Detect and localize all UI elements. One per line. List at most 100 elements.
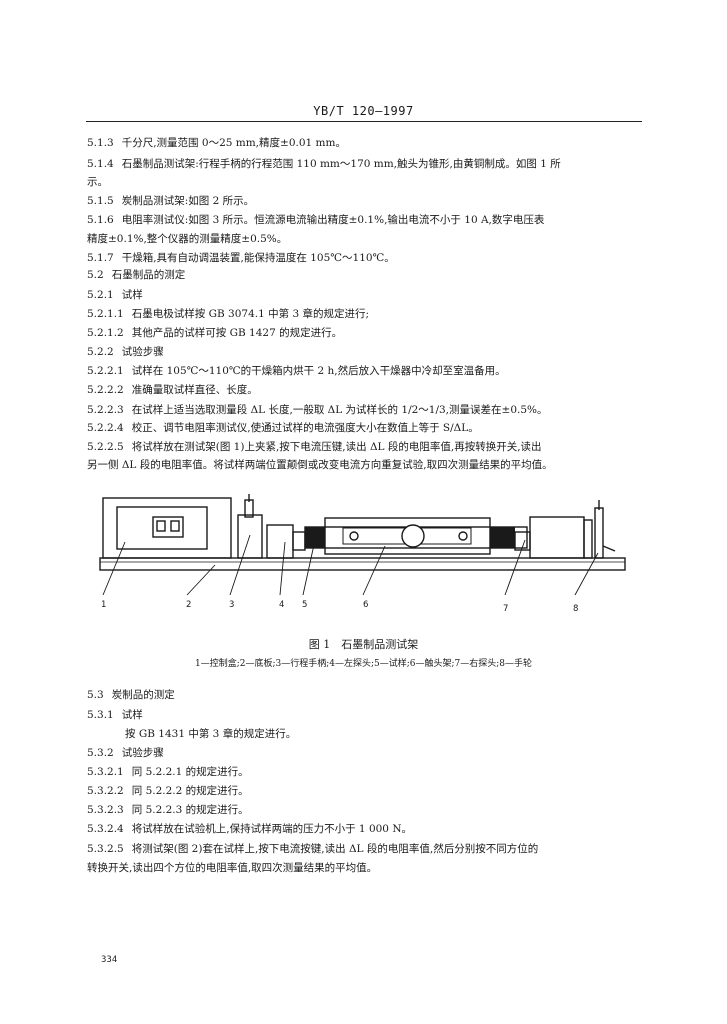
callout-number: 6: [363, 600, 369, 610]
clause-number: 5.3.2: [87, 747, 114, 759]
header-rule: [86, 121, 642, 122]
callout-number: 1: [101, 600, 107, 610]
base-plate: [99, 557, 626, 571]
figure-legend: 1—控制盒;2—底板;3—行程手柄;4—左探头;5—试样;6—触头架;7—右探头…: [194, 659, 533, 669]
clause-number: 5.1.6: [87, 214, 114, 226]
clause-number: 5.2.1.2: [87, 327, 124, 339]
left-probe: [266, 524, 306, 559]
text-line: 示。: [87, 175, 108, 189]
clause-number: 5.3.2.3: [87, 804, 124, 816]
clause-number: 5.2.2.2: [87, 384, 124, 396]
clause-text: 将试样放在试验机上,保持试样两端的压力不小于 1 000 N。: [131, 823, 413, 835]
clause-text: 试样在 105℃～110℃的干燥箱内烘干 2 h,然后放入干燥器中冷却至室温备用…: [131, 365, 506, 377]
text-line: 5.2.1 试样: [87, 288, 143, 302]
clause-text: 试验步骤: [121, 747, 164, 759]
clause-number: 5.3: [87, 689, 104, 701]
text-line: 5.1.5 炭制品测试架:如图 2 所示。: [87, 194, 254, 208]
text-line: 5.2.1.2 其他产品的试样可按 GB 1427 的规定进行。: [87, 326, 342, 340]
clause-number: 5.2: [87, 269, 104, 281]
clause-text: 石墨电极试样按 GB 3074.1 中第 3 章的规定进行;: [131, 308, 369, 320]
clause-number: 5.3.2.1: [87, 766, 124, 778]
text-line: 5.1.6 电阻率测试仪:如图 3 所示。恒流源电流输出精度±0.1%,输出电流不…: [87, 213, 544, 227]
text-line: 5.2 石墨制品的测定: [87, 268, 185, 282]
clause-number: 5.2.2.1: [87, 365, 124, 377]
text-line: 5.2.2.3 在试样上适当选取测量段 ΔL 长度,一般取 ΔL 为试样长的 1/…: [87, 403, 548, 417]
clause-text: 试验步骤: [121, 346, 164, 358]
text-line: 5.2.1.1 石墨电极试样按 GB 3074.1 中第 3 章的规定进行;: [87, 307, 369, 321]
clause-text: 校正、调节电阻率测试仪,使通过试样的电流强度大小在数值上等于 S/ΔL。: [131, 422, 479, 434]
text-line: 5.3.2.1 同 5.2.2.1 的规定进行。: [87, 765, 249, 779]
text-line: 5.2.2 试验步骤: [87, 345, 164, 359]
clause-text: 石墨制品的测定: [111, 269, 186, 281]
text-line: 5.3.2.4 将试样放在试验机上,保持试样两端的压力不小于 1 000 N。: [87, 822, 412, 836]
clause-number: 5.3.1: [87, 709, 114, 721]
text-line: 另一侧 ΔL 段的电阻率值。将试样两端位置颠倒或改变电流方向重复试验,取四次测量…: [87, 458, 553, 472]
clause-text: 按 GB 1431 中第 3 章的规定进行。: [125, 728, 297, 740]
standard-number-header: YB/T 120—1997: [313, 104, 414, 118]
clause-number: 5.1.4: [87, 158, 114, 170]
clause-number: 5.1.3: [87, 137, 114, 149]
callout-number: 4: [279, 600, 285, 610]
callout-number: 3: [229, 600, 235, 610]
text-line: 5.1.7 干燥箱,具有自动调温装置,能保持温度在 105℃～110℃。: [87, 251, 395, 265]
clause-text: 干燥箱,具有自动调温装置,能保持温度在 105℃～110℃。: [121, 252, 395, 264]
text-line: 5.2.2.5 将试样放在测试架(图 1)上夹紧,按下电流压键,读出 ΔL 段的电…: [87, 440, 542, 454]
clause-number: 5.1.5: [87, 195, 114, 207]
callout-number: 2: [186, 600, 192, 610]
clause-text: 电阻率测试仪:如图 3 所示。恒流源电流输出精度±0.1%,输出电流不小于 10…: [121, 214, 545, 226]
clause-number: 5.2.1: [87, 289, 114, 301]
text-line: 5.3.2.2 同 5.2.2.2 的规定进行。: [87, 784, 249, 798]
text-line: 转换开关,读出四个方位的电阻率值,取四次测量结果的平均值。: [87, 861, 377, 875]
clause-text: 将测试架(图 2)套在试样上,按下电流按键,读出 ΔL 段的电阻率值,然后分别按…: [131, 843, 539, 855]
clause-text: 炭制品的测定: [111, 689, 175, 701]
clause-text: 同 5.2.2.1 的规定进行。: [131, 766, 249, 778]
clause-number: 5.2.2.5: [87, 441, 124, 453]
text-line: 5.1.4 石墨制品测试架:行程手柄的行程范围 110 mm～170 mm,触头为…: [87, 157, 561, 171]
clause-text: 示。: [87, 176, 108, 188]
text-line: 5.3 炭制品的测定: [87, 688, 175, 702]
clause-text: 同 5.2.2.3 的规定进行。: [131, 804, 249, 816]
clause-text: 千分尺,测量范围 0～25 mm,精度±0.01 mm。: [121, 137, 346, 149]
page-number: 334: [101, 955, 118, 965]
callout-number: 5: [302, 600, 308, 610]
clause-text: 试样: [121, 289, 143, 301]
clause-number: 5.1.7: [87, 252, 114, 264]
clause-number: 5.3.2.4: [87, 823, 124, 835]
clause-text: 炭制品测试架:如图 2 所示。: [121, 195, 255, 207]
clause-number: 5.3.2.5: [87, 843, 124, 855]
text-line: 5.3.1 试样: [87, 708, 143, 722]
clause-text: 将试样放在测试架(图 1)上夹紧,按下电流压键,读出 ΔL 段的电阻率值,再按转…: [131, 441, 542, 453]
clause-number: 5.2.2.4: [87, 422, 124, 434]
handwheel: [583, 500, 616, 559]
text-line: 5.2.2.4 校正、调节电阻率测试仪,使通过试样的电流强度大小在数值上等于 S/…: [87, 421, 479, 435]
clause-number: 5.3.2.2: [87, 785, 124, 797]
text-line: 5.2.2.2 准确量取试样直径、长度。: [87, 383, 258, 397]
clause-number: 5.2.2: [87, 346, 114, 358]
text-line: 5.3.2.3 同 5.2.2.3 的规定进行。: [87, 803, 249, 817]
figure-1-test-rig-drawing: [99, 494, 626, 596]
clause-text: 准确量取试样直径、长度。: [131, 384, 258, 396]
clause-text: 精度±0.1%,整个仪器的测量精度±0.5%。: [87, 233, 288, 245]
text-line: 按 GB 1431 中第 3 章的规定进行。: [125, 727, 296, 741]
text-line: 5.3.2 试验步骤: [87, 746, 164, 760]
text-line: 精度±0.1%,整个仪器的测量精度±0.5%。: [87, 232, 287, 246]
figure-caption: 图 1 石墨制品测试架: [308, 638, 419, 651]
clause-text: 转换开关,读出四个方位的电阻率值,取四次测量结果的平均值。: [87, 862, 378, 874]
stroke-handle: [237, 494, 263, 559]
clause-text: 同 5.2.2.2 的规定进行。: [131, 785, 249, 797]
clause-text: 在试样上适当选取测量段 ΔL 长度,一般取 ΔL 为试样长的 1/2～1/3,测…: [131, 404, 548, 416]
clause-text: 其他产品的试样可按 GB 1427 的规定进行。: [131, 327, 343, 339]
right-probe: [514, 516, 585, 559]
callout-number: 8: [573, 604, 579, 614]
clause-text: 石墨制品测试架:行程手柄的行程范围 110 mm～170 mm,触头为锥形,由黄…: [121, 158, 561, 170]
clause-text: 试样: [121, 709, 143, 721]
clause-number: 5.2.2.3: [87, 404, 124, 416]
control-box: [102, 497, 232, 559]
clause-text: 另一侧 ΔL 段的电阻率值。将试样两端位置颠倒或改变电流方向重复试验,取四次测量…: [87, 459, 553, 471]
clause-number: 5.2.1.1: [87, 308, 124, 320]
text-line: 5.2.2.1 试样在 105℃～110℃的干燥箱内烘干 2 h,然后放入干燥器中…: [87, 364, 506, 378]
callout-number: 7: [503, 604, 509, 614]
text-line: 5.1.3 千分尺,测量范围 0～25 mm,精度±0.01 mm。: [87, 136, 346, 150]
text-line: 5.3.2.5 将测试架(图 2)套在试样上,按下电流按键,读出 ΔL 段的电阻率…: [87, 842, 538, 856]
